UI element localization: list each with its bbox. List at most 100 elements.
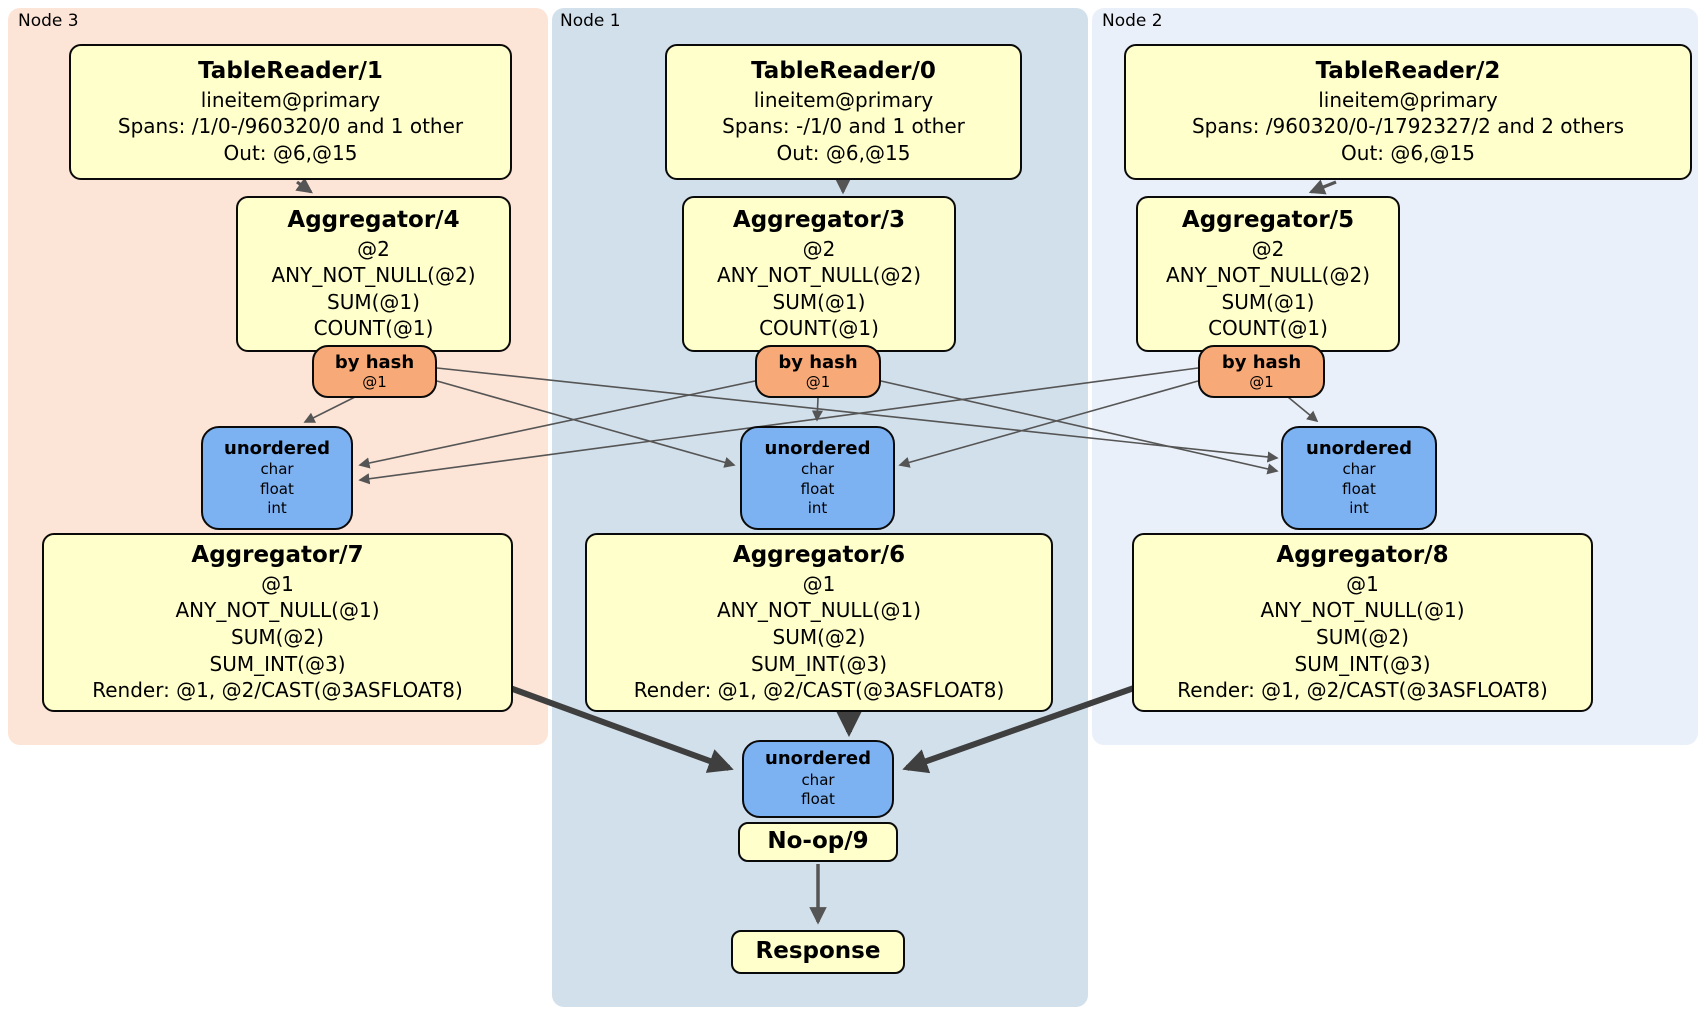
aggregator-5-box: Aggregator/5 @2 ANY_NOT_NULL(@2) SUM(@1)… [1136, 196, 1400, 352]
sync-title: unordered [765, 748, 871, 770]
box-title: Aggregator/4 [287, 207, 460, 234]
box-line: Spans: /960320/0-/1792327/2 and 2 others [1191, 114, 1624, 139]
box-title: TableReader/1 [198, 58, 383, 85]
box-line: COUNT(@1) [759, 316, 879, 341]
aggregator-8-box: Aggregator/8 @1 ANY_NOT_NULL(@1) SUM(@2)… [1132, 533, 1593, 712]
edge-router-n3-sync-n1 [436, 380, 736, 468]
box-line: Out: @6,@15 [223, 141, 358, 166]
box-title: Aggregator/5 [1181, 207, 1355, 234]
node-3-label: Node 3 [18, 11, 79, 31]
tablereader-2-box: TableReader/2 lineitem@primary Spans: /9… [1124, 44, 1692, 180]
box-line: ANY_NOT_NULL(@2) [271, 263, 476, 288]
edge-tablereader2-aggregator5 [1308, 179, 1337, 195]
aggregator-6-box: Aggregator/6 @1 ANY_NOT_NULL(@1) SUM(@2)… [585, 533, 1053, 712]
noop-box: No-op/9 [738, 822, 898, 862]
box-title: No-op/9 [767, 828, 869, 855]
unordered-sync-node3: unordered char float int [201, 426, 353, 530]
edge-router-n2-sync-n1 [898, 380, 1199, 468]
aggregator-4-box: Aggregator/4 @2 ANY_NOT_NULL(@2) SUM(@1)… [236, 196, 511, 352]
box-title: TableReader/0 [751, 58, 936, 85]
unordered-sync-node2: unordered char float int [1281, 426, 1437, 530]
box-line: Render: @1, @2/CAST(@3ASFLOAT8) [92, 678, 463, 703]
box-title: Aggregator/6 [732, 542, 906, 569]
router-line: @1 [805, 372, 831, 391]
box-line: COUNT(@1) [1208, 316, 1328, 341]
sync-line: int [267, 499, 287, 517]
sync-title: unordered [764, 437, 871, 459]
box-title: Aggregator/3 [732, 207, 906, 234]
box-line: ANY_NOT_NULL(@1) [1260, 598, 1465, 623]
box-line: Out: @6,@15 [1341, 141, 1475, 166]
box-line: lineitem@primary [1318, 87, 1498, 112]
box-line: Render: @1, @2/CAST(@3ASFLOAT8) [633, 678, 1005, 703]
tablereader-0-box: TableReader/0 lineitem@primary Spans: -/… [665, 44, 1022, 180]
sync-line: char [800, 460, 835, 478]
box-line: ANY_NOT_NULL(@1) [717, 598, 921, 623]
router-line: @1 [1249, 372, 1274, 391]
unordered-sync-output: unordered char float [742, 740, 894, 818]
box-line: @1 [261, 571, 294, 596]
box-line: @2 [357, 236, 390, 261]
edge-router-n1-sync-n2 [880, 380, 1279, 475]
aggregator-3-box: Aggregator/3 @2 ANY_NOT_NULL(@2) SUM(@1)… [682, 196, 956, 352]
box-line: Spans: -/1/0 and 1 other [722, 114, 965, 139]
box-line: SUM_INT(@3) [751, 651, 887, 676]
box-line: ANY_NOT_NULL(@2) [1166, 263, 1370, 288]
box-line: SUM_INT(@3) [1294, 651, 1431, 676]
edge-aggregator7-output-sync [508, 685, 734, 773]
response-box: Response [731, 930, 905, 974]
box-title: Response [755, 938, 881, 965]
node-1-label: Node 1 [560, 11, 621, 31]
sync-line: int [807, 499, 828, 517]
edge-router-n1-sync-n3 [358, 380, 756, 469]
hash-router-node1: by hash @1 [755, 345, 881, 398]
box-line: SUM(@1) [772, 289, 866, 314]
box-line: lineitem@primary [753, 87, 934, 112]
unordered-sync-node1: unordered char float int [740, 426, 895, 530]
edge-router-n2-sync-n2 [1287, 396, 1319, 423]
box-line: SUM(@2) [1316, 624, 1409, 649]
sync-line: float [800, 479, 835, 498]
box-line: @2 [802, 236, 836, 261]
box-line: lineitem@primary [200, 87, 381, 112]
sync-line: char [260, 460, 294, 478]
router-title: by hash [1221, 352, 1302, 374]
box-line: ANY_NOT_NULL(@2) [717, 263, 921, 288]
edge-router-n1-sync-n1 [811, 397, 824, 422]
router-title: by hash [334, 352, 415, 374]
sync-line: float [1342, 479, 1376, 498]
box-line: ANY_NOT_NULL(@1) [175, 598, 380, 623]
box-title: Aggregator/7 [191, 542, 364, 569]
sync-line: char [1342, 460, 1376, 478]
box-line: Out: @6,@15 [776, 141, 911, 166]
aggregator-7-box: Aggregator/7 @1 ANY_NOT_NULL(@1) SUM(@2)… [42, 533, 513, 712]
hash-router-node3: by hash @1 [312, 345, 437, 398]
edge-tablereader1-aggregator4 [295, 177, 313, 194]
router-title: by hash [778, 352, 858, 374]
box-title: TableReader/2 [1315, 58, 1501, 85]
box-line: SUM(@2) [231, 624, 324, 649]
node-2-label: Node 2 [1102, 11, 1163, 31]
hash-router-node2: by hash @1 [1198, 345, 1325, 398]
edge-router-n3-sync-n3 [303, 396, 356, 423]
sync-title: unordered [1306, 437, 1412, 459]
tablereader-1-box: TableReader/1 lineitem@primary Spans: /1… [69, 44, 512, 180]
edge-aggregator8-output-sync [902, 685, 1135, 774]
router-line: @1 [362, 372, 387, 391]
box-line: SUM_INT(@3) [209, 651, 346, 676]
box-line: @1 [1346, 571, 1379, 596]
box-line: SUM(@1) [1221, 289, 1315, 314]
box-line: SUM(@1) [327, 289, 420, 314]
box-title: Aggregator/8 [1276, 542, 1449, 569]
box-line: Spans: /1/0-/960320/0 and 1 other [117, 114, 464, 139]
box-line: @1 [802, 571, 836, 596]
box-line: SUM(@2) [772, 624, 866, 649]
sync-title: unordered [224, 437, 330, 459]
sync-line: int [1349, 499, 1369, 517]
box-line: Render: @1, @2/CAST(@3ASFLOAT8) [1177, 678, 1548, 703]
edge-router-n2-sync-n3 [358, 367, 1199, 485]
box-line: @2 [1251, 236, 1285, 261]
box-line: COUNT(@1) [313, 316, 434, 341]
